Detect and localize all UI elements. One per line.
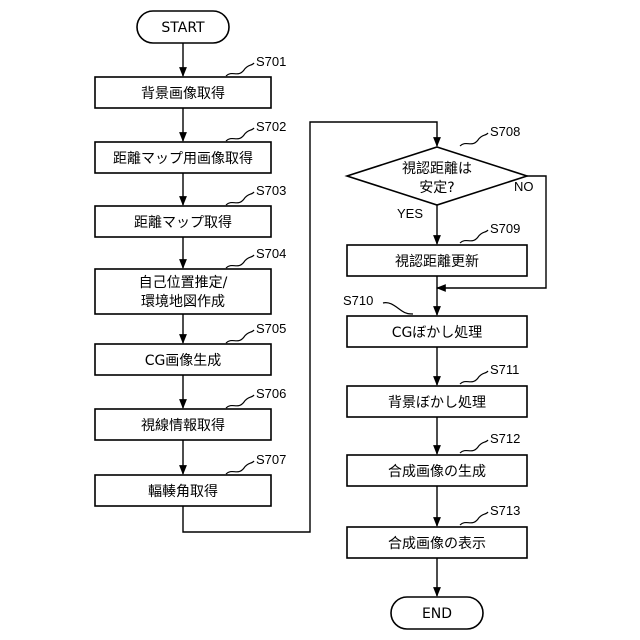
step-s702: 距離マップ用画像取得 S702	[95, 119, 286, 173]
step-s710: CGぼかし処理 S710	[343, 293, 527, 347]
s703-id: S703	[256, 183, 286, 198]
s709-label: 視認距離更新	[395, 253, 479, 270]
start-terminal: START	[137, 11, 229, 43]
start-label: START	[161, 20, 205, 36]
s702-label: 距離マップ用画像取得	[113, 150, 253, 167]
s704-id: S704	[256, 246, 286, 261]
no-label: NO	[514, 179, 534, 194]
decision-s708: 視認距離は 安定? S708 YES NO	[347, 124, 534, 221]
s706-label: 視線情報取得	[141, 417, 225, 434]
step-s701: 背景画像取得 S701	[95, 54, 286, 108]
step-s703: 距離マップ取得 S703	[95, 183, 286, 237]
s711-label: 背景ぼかし処理	[388, 395, 486, 411]
s708-id: S708	[490, 124, 520, 139]
step-s706: 視線情報取得 S706	[95, 386, 286, 440]
s707-id: S707	[256, 452, 286, 467]
end-label: END	[422, 606, 452, 622]
s704-label-line1: 自己位置推定/	[139, 275, 228, 291]
s708-line1: 視認距離は	[402, 160, 472, 177]
s711-id: S711	[490, 362, 519, 377]
end-terminal: END	[391, 597, 483, 629]
s705-id: S705	[256, 321, 286, 336]
s707-label: 輻輳角取得	[148, 483, 218, 500]
s710-label: CGぼかし処理	[392, 325, 483, 341]
s702-id: S702	[256, 119, 286, 134]
step-s704: 自己位置推定/ 環境地図作成 S704	[95, 246, 286, 314]
yes-label: YES	[397, 206, 423, 221]
s705-label: CG画像生成	[145, 353, 222, 369]
step-s705: CG画像生成 S705	[95, 321, 286, 375]
s703-label: 距離マップ取得	[134, 214, 232, 231]
s706-id: S706	[256, 386, 286, 401]
s713-label: 合成画像の表示	[388, 536, 486, 552]
s713-id: S713	[490, 503, 520, 518]
s701-label: 背景画像取得	[141, 85, 225, 102]
s712-label: 合成画像の生成	[388, 464, 486, 480]
s708-line2: 安定?	[419, 180, 454, 196]
s710-id: S710	[343, 293, 373, 308]
step-s707: 輻輳角取得 S707	[95, 452, 286, 506]
s709-id: S709	[490, 221, 520, 236]
s704-label-line2: 環境地図作成	[141, 294, 225, 310]
s701-id: S701	[256, 54, 286, 69]
s712-id: S712	[490, 431, 520, 446]
